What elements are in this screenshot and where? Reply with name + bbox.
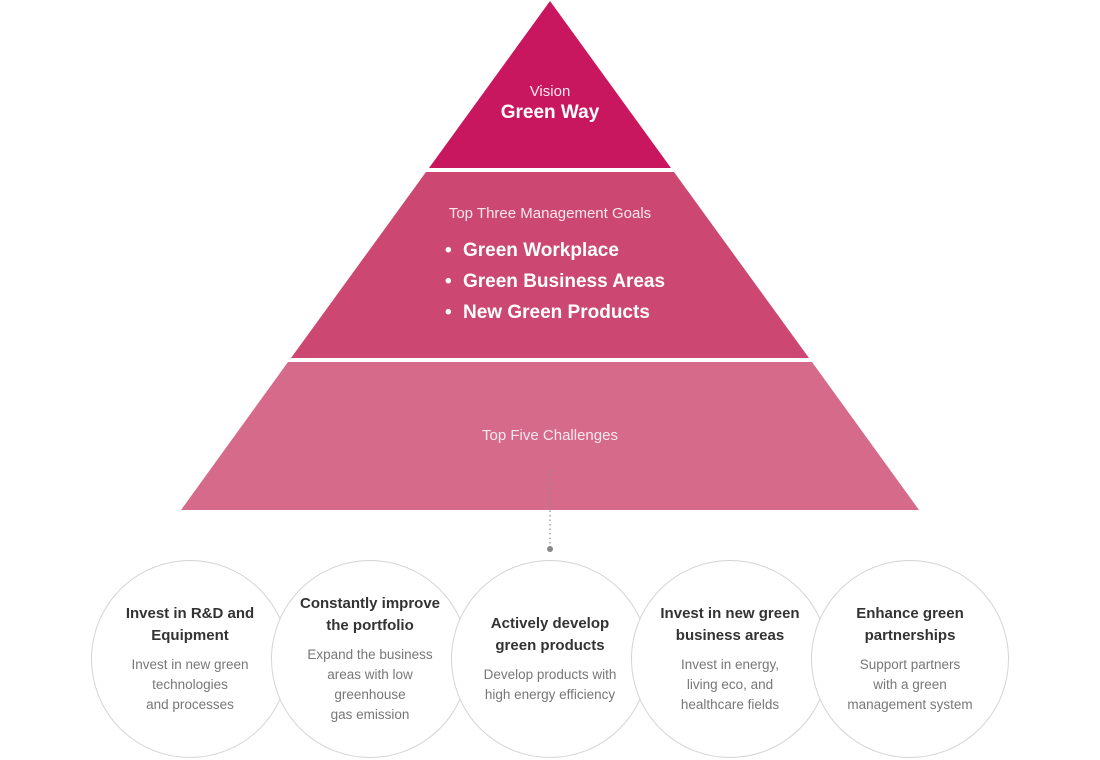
goals-tier <box>291 172 809 358</box>
goals-caption: Top Three Management Goals <box>448 205 652 222</box>
challenges-caption: Top Five Challenges <box>482 427 618 444</box>
challenges-tier <box>181 362 919 510</box>
goal-item: •New Green Products <box>445 300 665 331</box>
goals-list: •Green Workplace •Green Business Areas •… <box>445 238 665 331</box>
bullet-icon: • <box>445 240 452 261</box>
vision-title: Green Way <box>500 102 600 123</box>
bullet-icon: • <box>445 271 452 292</box>
vision-caption: Vision <box>529 83 571 100</box>
vision-tier <box>429 1 671 168</box>
vision-text: Vision Green Way <box>300 83 800 124</box>
bullet-icon: • <box>445 302 452 323</box>
goal-item: •Green Workplace <box>445 238 665 269</box>
goal-item: •Green Business Areas <box>445 269 665 300</box>
connector-dot <box>547 546 553 552</box>
